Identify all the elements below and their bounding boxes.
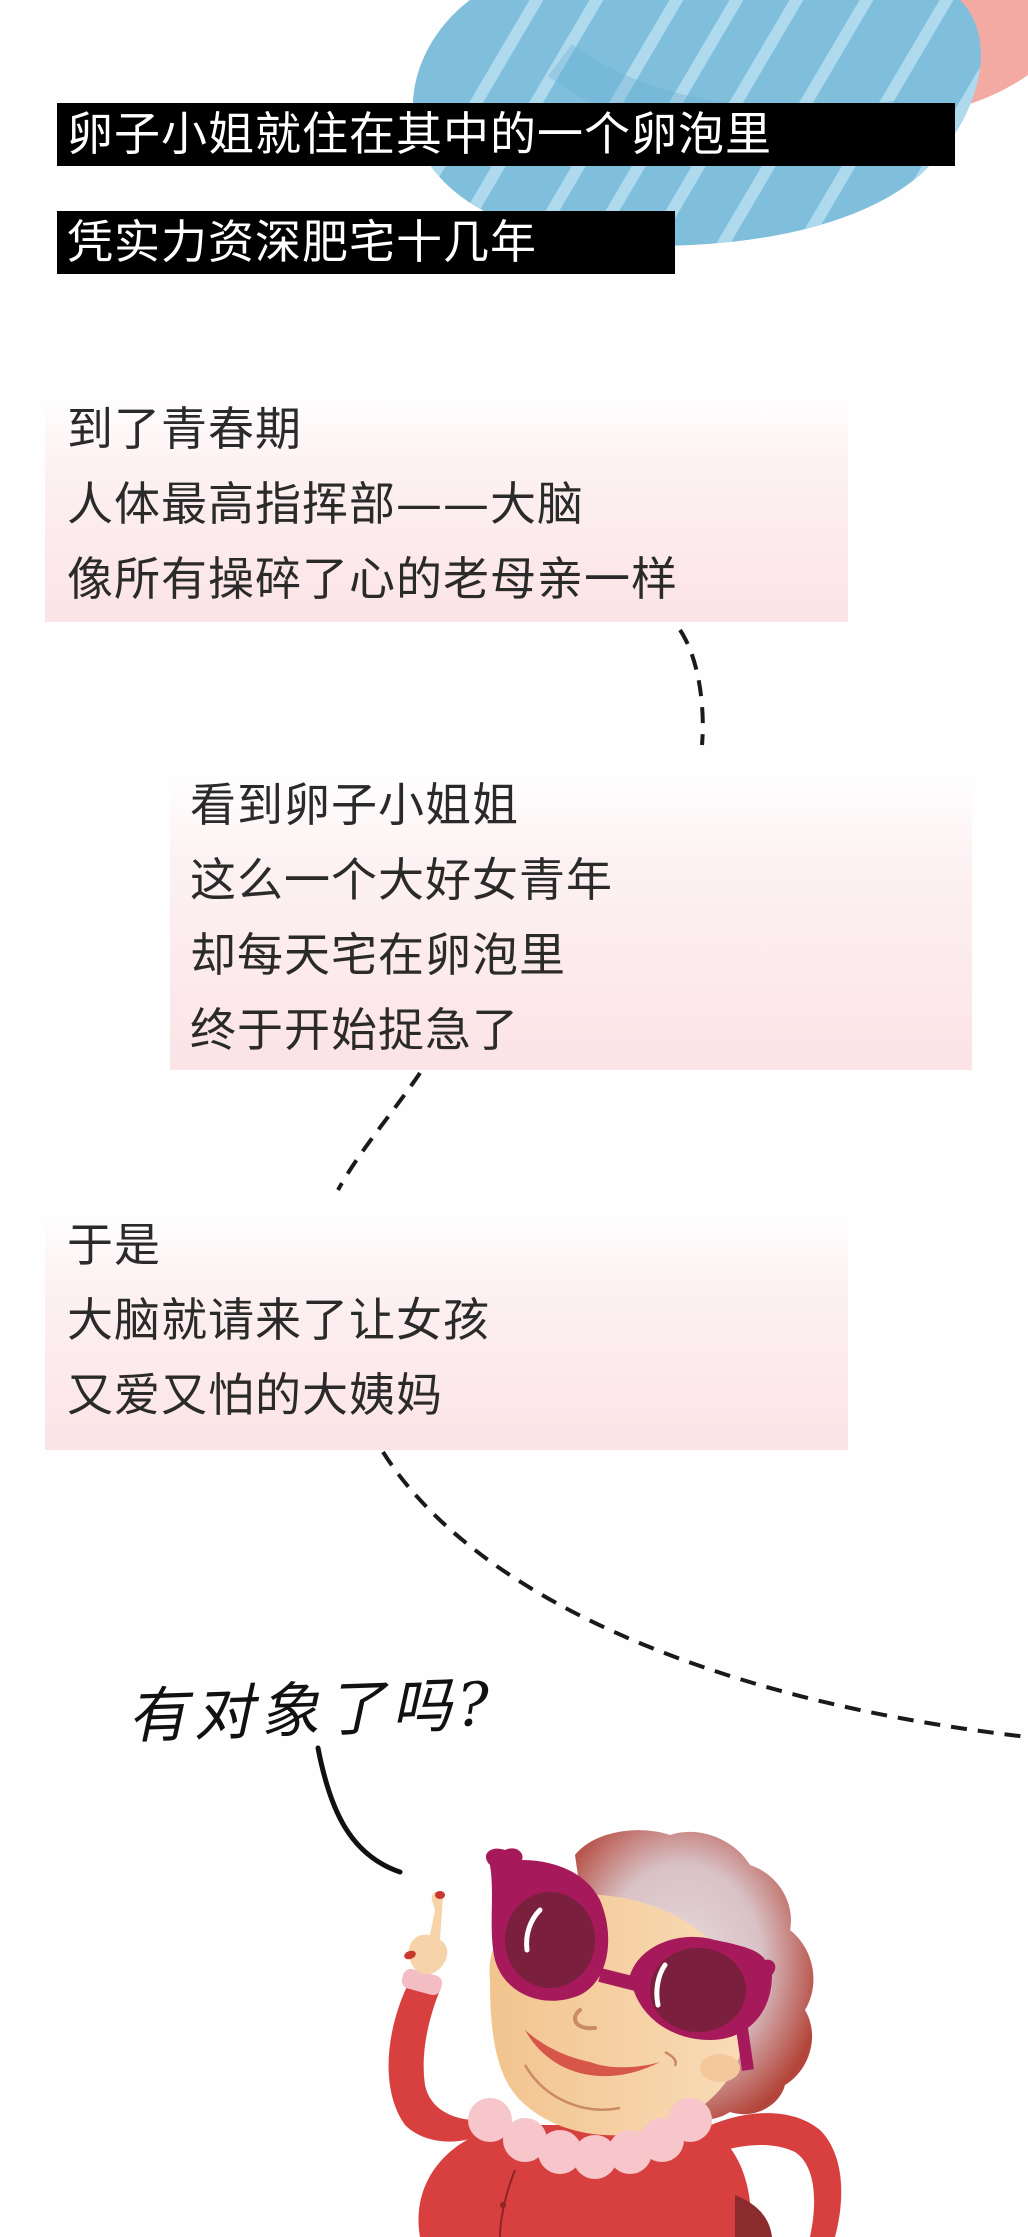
speech-bubble-text: 有对象了吗? — [126, 1669, 497, 1753]
title-line-1: 卵子小姐就住在其中的一个卵泡里 — [57, 103, 955, 166]
title-line-2: 凭实力资深肥宅十几年 — [57, 211, 675, 274]
text-block-2: 看到卵子小姐姐 这么一个大好女青年 却每天宅在卵泡里 终于开始捉急了 — [170, 768, 972, 1070]
block-1-line-2: 人体最高指挥部——大脑 — [67, 477, 584, 531]
block-3-line-1: 于是 — [67, 1218, 161, 1272]
block-3-line-2: 大脑就请来了让女孩 — [67, 1293, 490, 1347]
connector-2 — [336, 1071, 422, 1191]
block-1-line-3: 像所有操碎了心的老母亲一样 — [67, 552, 678, 606]
block-1-line-1: 到了青春期 — [67, 402, 302, 456]
text-block-3: 于是 大脑就请来了让女孩 又爱又怕的大姨妈 — [45, 1208, 848, 1450]
grandma-character-illustration — [388, 1830, 842, 2237]
text-block-1: 到了青春期 人体最高指挥部——大脑 像所有操碎了心的老母亲一样 — [45, 392, 848, 622]
block-2-line-2: 这么一个大好女青年 — [190, 853, 613, 907]
block-2-line-3: 却每天宅在卵泡里 — [190, 928, 566, 982]
block-2-line-4: 终于开始捉急了 — [190, 1003, 519, 1057]
block-2-line-1: 看到卵子小姐姐 — [190, 778, 519, 832]
connector-1 — [678, 628, 705, 746]
block-3-line-3: 又爱又怕的大姨妈 — [67, 1368, 443, 1422]
